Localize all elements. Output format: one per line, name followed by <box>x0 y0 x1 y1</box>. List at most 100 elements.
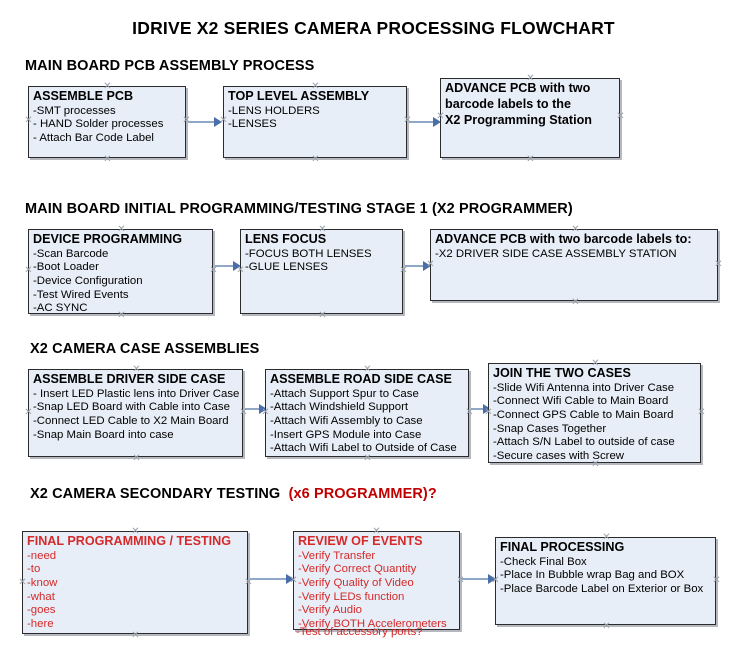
anchor-handle-right-icon[interactable] <box>714 260 723 269</box>
section-heading-text: MAIN BOARD PCB ASSEMBLY PROCESS <box>25 58 315 74</box>
anchor-handle-right-icon[interactable] <box>209 266 218 275</box>
box-title: TOP LEVEL ASSEMBLY <box>228 89 370 103</box>
anchor-handle-top-icon[interactable] <box>602 533 611 542</box>
anchor-handle-left-icon[interactable] <box>24 408 33 417</box>
box-assemble-pcb[interactable]: ASSEMBLE PCB -SMT processes - HAND Solde… <box>28 86 186 158</box>
anchor-handle-bottom-icon[interactable] <box>311 155 320 164</box>
box-line: -Verify LEDs function <box>298 590 405 603</box>
box-line: -Snap Cases Together <box>493 422 607 435</box>
box-line: -LENS HOLDERS <box>228 104 320 117</box>
anchor-handle-left-icon[interactable] <box>436 112 445 121</box>
anchor-handle-bottom-icon[interactable] <box>103 155 112 164</box>
box-title-line2: barcode labels to the <box>445 96 571 111</box>
section-heading-main-board-initial-programming: MAIN BOARD INITIAL PROGRAMMING/TESTING S… <box>25 201 573 217</box>
box-line: -Test Wired Events <box>33 288 129 301</box>
box-final-programming-testing[interactable]: FINAL PROGRAMMING / TESTING -need -to -k… <box>22 531 248 634</box>
anchor-handle-left-icon[interactable] <box>261 408 270 417</box>
anchor-handle-top-icon[interactable] <box>103 82 112 91</box>
anchor-handle-left-icon[interactable] <box>219 116 228 125</box>
box-line: -Verify Quality of Video <box>298 576 414 589</box>
section-heading-text: MAIN BOARD INITIAL PROGRAMMING/TESTING S… <box>25 201 573 217</box>
connector-final-programming-to-review-of-events <box>250 578 290 580</box>
anchor-handle-bottom-icon[interactable] <box>526 155 535 164</box>
anchor-handle-left-icon[interactable] <box>491 576 500 585</box>
box-advance-pcb-x2-programming-station[interactable]: ADVANCE PCB with two barcode labels to t… <box>440 78 620 158</box>
box-review-of-events[interactable]: REVIEW OF EVENTS -Verify Transfer -Verif… <box>293 531 460 630</box>
box-line-overflow: -Test of accessory ports? <box>296 626 423 638</box>
section-heading-text: X2 CAMERA SECONDARY TESTING <box>30 486 281 502</box>
section-heading-main-board-pcb-assembly: MAIN BOARD PCB ASSEMBLY PROCESS <box>25 58 314 74</box>
anchor-handle-right-icon[interactable] <box>697 408 706 417</box>
anchor-handle-bottom-icon[interactable] <box>602 622 611 631</box>
box-title: ADVANCE PCB with two barcode labels to: <box>435 232 692 246</box>
box-line: -Verify Correct Quantity <box>298 563 417 576</box>
box-line: - Attach Bar Code Label <box>33 131 154 144</box>
box-line: -what <box>27 590 55 603</box>
box-title: LENS FOCUS <box>245 232 327 246</box>
page-title: IDRIVE X2 SERIES CAMERA PROCESSING FLOWC… <box>132 18 615 38</box>
anchor-handle-top-icon[interactable] <box>363 365 372 374</box>
anchor-handle-left-icon[interactable] <box>289 576 298 585</box>
box-device-programming[interactable]: DEVICE PROGRAMMING -Scan Barcode -Boot L… <box>28 229 213 314</box>
anchor-handle-bottom-icon[interactable] <box>591 460 600 469</box>
box-title: JOIN THE TWO CASES <box>493 366 631 380</box>
anchor-handle-right-icon[interactable] <box>399 266 408 275</box>
anchor-handle-top-icon[interactable] <box>571 225 580 234</box>
section-heading-x2-camera-secondary-testing: X2 CAMERA SECONDARY TESTING (x6 PROGRAMM… <box>30 486 437 502</box>
anchor-handle-left-icon[interactable] <box>236 266 245 275</box>
anchor-handle-top-icon[interactable] <box>131 527 140 536</box>
box-line: -Snap Main Board into case <box>33 428 174 441</box>
box-assemble-road-side-case[interactable]: ASSEMBLE ROAD SIDE CASE -Attach Support … <box>265 369 469 457</box>
anchor-handle-bottom-icon[interactable] <box>131 631 140 640</box>
anchor-handle-top-icon[interactable] <box>526 74 535 83</box>
box-join-the-two-cases[interactable]: JOIN THE TWO CASES -Slide Wifi Antenna i… <box>488 363 701 463</box>
box-title: ASSEMBLE PCB <box>33 89 134 103</box>
anchor-handle-top-icon[interactable] <box>132 365 141 374</box>
box-line: -Device Configuration <box>33 274 143 287</box>
box-line: -Snap LED Board with Cable into Case <box>33 401 230 414</box>
anchor-handle-right-icon[interactable] <box>712 576 721 585</box>
anchor-handle-left-icon[interactable] <box>18 578 27 587</box>
box-line: -FOCUS BOTH LENSES <box>245 247 372 260</box>
box-top-level-assembly[interactable]: TOP LEVEL ASSEMBLY -LENS HOLDERS -LENSES <box>223 86 407 158</box>
box-line: -here <box>27 617 54 630</box>
anchor-handle-bottom-icon[interactable] <box>318 311 327 320</box>
anchor-handle-bottom-icon[interactable] <box>571 298 580 307</box>
connector-driver-case-to-road-case <box>245 408 263 410</box>
box-line: -Attach Wifi Assembly to Case <box>270 414 423 427</box>
anchor-handle-top-icon[interactable] <box>117 225 126 234</box>
box-line: -Check Final Box <box>500 555 587 568</box>
anchor-handle-left-icon[interactable] <box>426 260 435 269</box>
box-line: -SMT processes <box>33 104 116 117</box>
box-advance-pcb-driver-side-case[interactable]: ADVANCE PCB with two barcode labels to: … <box>430 229 718 301</box>
anchor-handle-bottom-icon[interactable] <box>363 454 372 463</box>
section-heading-x2-camera-case-assemblies: X2 CAMERA CASE ASSEMBLIES <box>30 341 259 357</box>
anchor-handle-left-icon[interactable] <box>24 116 33 125</box>
anchor-handle-bottom-icon[interactable] <box>117 311 126 320</box>
section-heading-accent: (x6 PROGRAMMER)? <box>288 486 437 502</box>
box-title: REVIEW OF EVENTS <box>298 534 423 548</box>
box-line: -Place Barcode Label on Exterior or Box <box>500 582 704 595</box>
connector-arrow-icon <box>214 117 222 127</box>
box-lens-focus[interactable]: LENS FOCUS -FOCUS BOTH LENSES -GLUE LENS… <box>240 229 403 314</box>
connector-device-programming-to-lens-focus <box>215 265 237 267</box>
box-line: -LENSES <box>228 118 277 131</box>
box-line: -Verify Transfer <box>298 549 376 562</box>
box-assemble-driver-side-case[interactable]: ASSEMBLE DRIVER SIDE CASE - Insert LED P… <box>28 369 243 457</box>
anchor-handle-top-icon[interactable] <box>318 225 327 234</box>
anchor-handle-bottom-icon[interactable] <box>132 454 141 463</box>
box-line: -Slide Wifi Antenna into Driver Case <box>493 381 675 394</box>
anchor-handle-top-icon[interactable] <box>591 359 600 368</box>
anchor-handle-left-icon[interactable] <box>24 266 33 275</box>
anchor-handle-left-icon[interactable] <box>484 408 493 417</box>
box-line: -need <box>27 549 57 562</box>
box-line: -Connect Wifi Cable to Main Board <box>493 395 669 408</box>
box-line: -Attach Support Spur to Case <box>270 387 419 400</box>
anchor-handle-top-icon[interactable] <box>311 82 320 91</box>
anchor-handle-top-icon[interactable] <box>372 527 381 536</box>
box-line: - HAND Solder processes <box>33 118 164 131</box>
anchor-handle-right-icon[interactable] <box>616 112 625 121</box>
box-line: -GLUE LENSES <box>245 261 328 274</box>
box-final-processing[interactable]: FINAL PROCESSING -Check Final Box -Place… <box>495 537 716 625</box>
